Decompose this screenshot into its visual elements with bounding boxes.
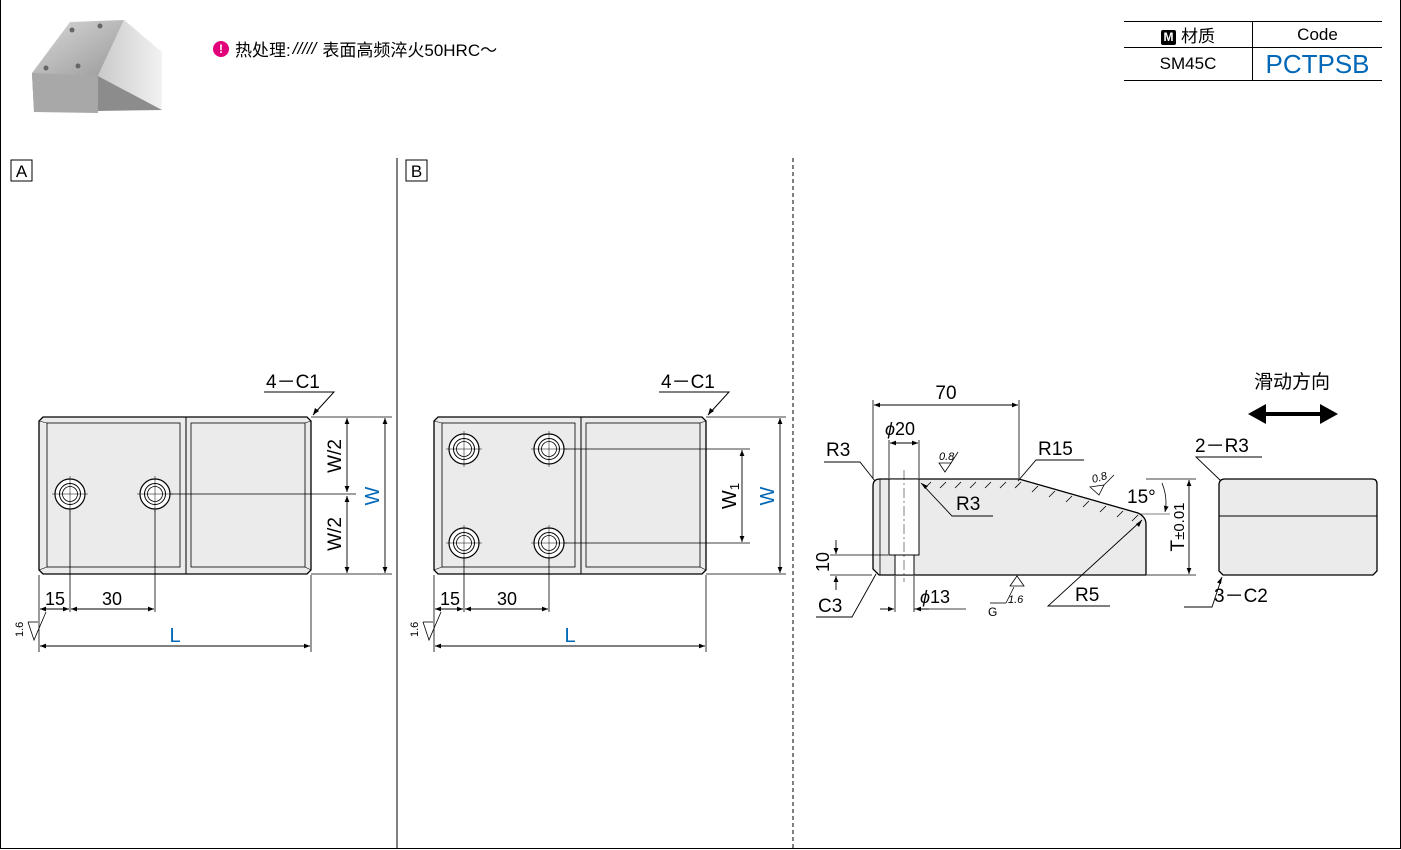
view-a-dim-30: 30 [102,589,122,609]
code-header: Code [1252,21,1382,48]
plate-a-face-left [46,422,181,568]
plate-b-face-left [441,422,576,568]
grind-mark: G [988,605,997,619]
end-chamfer: 3－C2 [1214,586,1268,607]
heat-label: 热处理: [235,41,291,60]
view-b-roughness: 1.6 [409,622,421,637]
roughness-symbol-slope [1089,484,1105,496]
rough-16: 1.6 [1008,594,1024,606]
material-icon: M [1161,30,1176,45]
r5: R5 [1075,585,1099,606]
view-a-chamfer: 4－C1 [266,372,320,393]
hatch-mark: ///// [292,38,317,58]
rough-08-b: 0.8 [1091,470,1110,486]
material-value: SM45C [1124,47,1253,81]
view-a-length: L [169,625,180,647]
plate-a-outline [38,416,312,575]
spec-table: M 材质 Code SM45C PCTPSB [1124,21,1382,81]
through-hole [894,554,915,576]
end-radius: 2－R3 [1195,436,1249,457]
dim-10: 10 [813,552,833,572]
slide-direction-label: 滑动方向 [1254,371,1330,393]
view-a-roughness: 1.6 [14,622,26,637]
hardened-surface-hatch [924,481,1139,522]
plate-b-outline [433,416,707,575]
dia-20: ϕ20 [885,419,915,439]
view-b-length: L [564,625,575,647]
plate-a-face-right [190,422,306,568]
heat-treatment-note: ! 热处理: ///// 表面高频淬火50HRC～ [213,36,497,61]
view-a-label: A [16,162,28,181]
view-a-dim-15: 15 [45,589,65,609]
view-b-label: B [411,162,422,181]
hole-a-1 [52,476,88,512]
view-a-label-box [10,159,33,182]
view-b-label-box [405,159,428,182]
view-b-chamfer: 4－C1 [661,372,715,393]
material-header-text: 材质 [1181,27,1215,46]
r3-inner: R3 [956,494,980,515]
view-b: B [405,159,786,652]
c3: C3 [818,596,842,617]
hole-a-2 [137,476,173,512]
dim-70: 70 [935,383,956,404]
side-view: 70 ϕ20 R3 R3 0.8 R15 0.8 15° T±0.01 [813,383,1196,619]
roughness-symbol-bottom [1009,575,1025,587]
hole-b-4 [531,525,567,561]
view-a-roughness-symbol [27,611,47,642]
view-b-w1: W1 [719,483,742,509]
dia-13: ϕ13 [920,587,950,607]
side-body-outline [872,478,1147,576]
exclamation-icon: ! [213,40,229,57]
hole-b-1 [446,431,482,467]
heat-text: 表面高频淬火50HRC～ [322,41,498,60]
view-a-width: W [362,486,384,505]
roughness-symbol-top [938,462,952,473]
view-b-dim-30: 30 [497,589,517,609]
slide-direction-arrow-icon [1248,404,1338,424]
r15: R15 [1038,439,1073,460]
end-body-outline [1218,478,1378,576]
end-view: 滑动方向 2－R3 3－C2 [1184,371,1378,608]
view-a: A 4－C1 W [10,159,392,652]
view-b-roughness-symbol [422,611,442,642]
view-a-half-top: W/2 [325,439,346,473]
product-photo [32,20,162,113]
thickness: T±0.01 [1168,502,1189,551]
view-a-half-bottom: W/2 [325,517,346,551]
hole-b-2 [531,431,567,467]
plate-b-face-right [585,422,701,568]
view-b-dim-15: 15 [440,589,460,609]
code-value-text: PCTPSB [1265,48,1370,79]
material-header: M 材质 [1124,21,1253,48]
angle-15: 15° [1127,487,1156,508]
code-value: PCTPSB [1252,47,1382,81]
view-b-width: W [757,486,779,505]
r3-top: R3 [826,440,850,461]
rough-08-a: 0.8 [939,451,955,463]
